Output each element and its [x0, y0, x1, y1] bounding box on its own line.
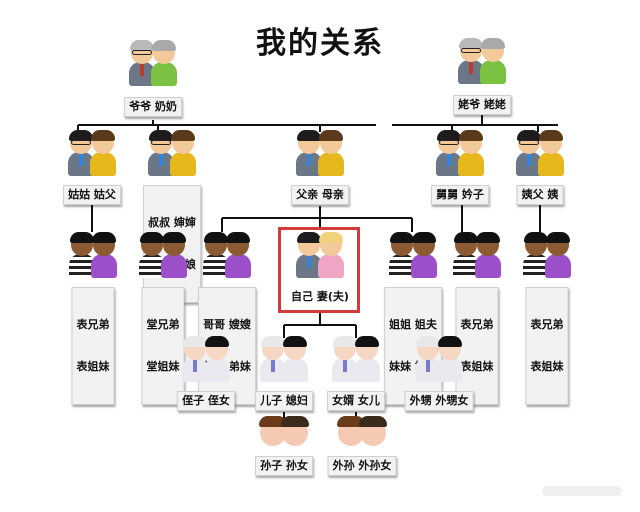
young-couple-icon: [246, 336, 322, 384]
sister-children-node: 外甥 外甥女: [394, 336, 484, 412]
sisters-node: 姐姐 姐夫 妹妹 妹夫: [376, 232, 450, 405]
kids-couple-icon: [510, 232, 584, 280]
grandchildren-daughter-label: 外孙 外孙女: [327, 456, 397, 476]
cousins-uncle-side-line1: 堂兄弟: [146, 318, 180, 331]
kids-couple-icon: [440, 232, 514, 280]
aunt-paternal-label: 姑姑 姑父: [63, 185, 121, 205]
kids-couple-icon: [126, 232, 200, 280]
elderly-couple-icon: [113, 40, 193, 88]
cousins-aunt-side-node: 表兄弟 表姐妹: [56, 232, 130, 405]
children-daughter-node: 女婿 女儿: [318, 336, 394, 412]
uncles-paternal-label-line1: 叔叔 婶婶: [148, 216, 196, 229]
kids-couple-icon: [56, 232, 130, 280]
brothers-node: 哥哥 嫂嫂 弟弟 弟妹: [190, 232, 264, 405]
grandchildren-daughter-node: 外孙 外孙女: [320, 416, 404, 480]
couple-icon: [280, 130, 360, 178]
brothers-line1: 哥哥 嫂嫂: [203, 318, 251, 331]
sister-children-label: 外甥 外甥女: [404, 391, 474, 411]
baby-couple-icon: [320, 416, 404, 454]
cousins-maternal-uncle-side-node: 表兄弟 表姐妹: [440, 232, 514, 405]
couple-icon: [502, 130, 578, 178]
parents-node: 父亲 母亲: [280, 130, 360, 208]
cousins-maternal-uncle-side-label: 表兄弟 表姐妹: [455, 287, 499, 405]
couple-icon: [54, 130, 130, 178]
self-couple-icon: [281, 232, 359, 280]
aunt-maternal-node: 姨父 姨: [502, 130, 578, 206]
cousins-uncle-side-label: 堂兄弟 堂姐妹: [141, 287, 185, 405]
cousins-maternal-uncle-side-line1: 表兄弟: [460, 318, 494, 331]
aunt-paternal-node: 姑姑 姑父: [54, 130, 130, 206]
self-label: 自己 妻(夫): [287, 288, 353, 306]
cousins-maternal-aunt-side-line2: 表姐妹: [530, 360, 564, 373]
children-daughter-label: 女婿 女儿: [327, 391, 385, 411]
couple-icon: [134, 130, 210, 178]
grandparents-paternal-label: 爷爷 奶奶: [124, 97, 182, 117]
self-node: 自己 妻(夫): [281, 232, 359, 312]
young-couple-icon: [166, 336, 246, 384]
young-couple-icon: [318, 336, 394, 384]
grandchildren-son-label: 孙子 孙女: [255, 456, 313, 476]
cousins-uncle-side-node: 堂兄弟 堂姐妹: [126, 232, 200, 405]
cousins-maternal-aunt-side-line1: 表兄弟: [530, 318, 564, 331]
young-couple-icon: [394, 336, 484, 384]
grandparents-paternal-node: 爷爷 奶奶: [113, 40, 193, 120]
couple-icon: [422, 130, 498, 178]
diagram-title: 我的关系: [256, 26, 384, 61]
cousins-aunt-side-line1: 表兄弟: [76, 318, 110, 331]
cousins-uncle-side-line2: 堂姐妹: [146, 360, 180, 373]
nephews-label: 侄子 侄女: [177, 391, 235, 411]
kids-couple-icon: [190, 232, 264, 280]
sisters-line1: 姐姐 姐夫: [389, 318, 437, 331]
cousins-aunt-side-label: 表兄弟 表姐妹: [71, 287, 115, 405]
kids-couple-icon: [376, 232, 450, 280]
children-son-node: 儿子 媳妇: [246, 336, 322, 412]
watermark-logo: [542, 486, 622, 496]
cousins-maternal-aunt-side-label: 表兄弟 表姐妹: [525, 287, 569, 405]
children-son-label: 儿子 媳妇: [255, 391, 313, 411]
grandchildren-son-node: 孙子 孙女: [242, 416, 326, 480]
aunt-maternal-label: 姨父 姨: [516, 185, 564, 205]
uncle-maternal-node: 舅舅 妗子: [422, 130, 498, 206]
cousins-maternal-uncle-side-line2: 表姐妹: [460, 360, 494, 373]
baby-couple-icon: [242, 416, 326, 454]
grandparents-maternal-label: 姥爷 姥姥: [453, 95, 511, 115]
parents-label: 父亲 母亲: [291, 185, 349, 205]
grandparents-maternal-node: 姥爷 姥姥: [442, 38, 522, 118]
cousins-aunt-side-line2: 表姐妹: [76, 360, 110, 373]
uncles-paternal-node: 叔叔 婶婶 大爷 大娘: [134, 130, 210, 303]
elderly-couple-icon: [442, 38, 522, 86]
cousins-maternal-aunt-side-node: 表兄弟 表姐妹: [510, 232, 584, 405]
nephews-node: 侄子 侄女: [166, 336, 246, 412]
uncle-maternal-label: 舅舅 妗子: [431, 185, 489, 205]
